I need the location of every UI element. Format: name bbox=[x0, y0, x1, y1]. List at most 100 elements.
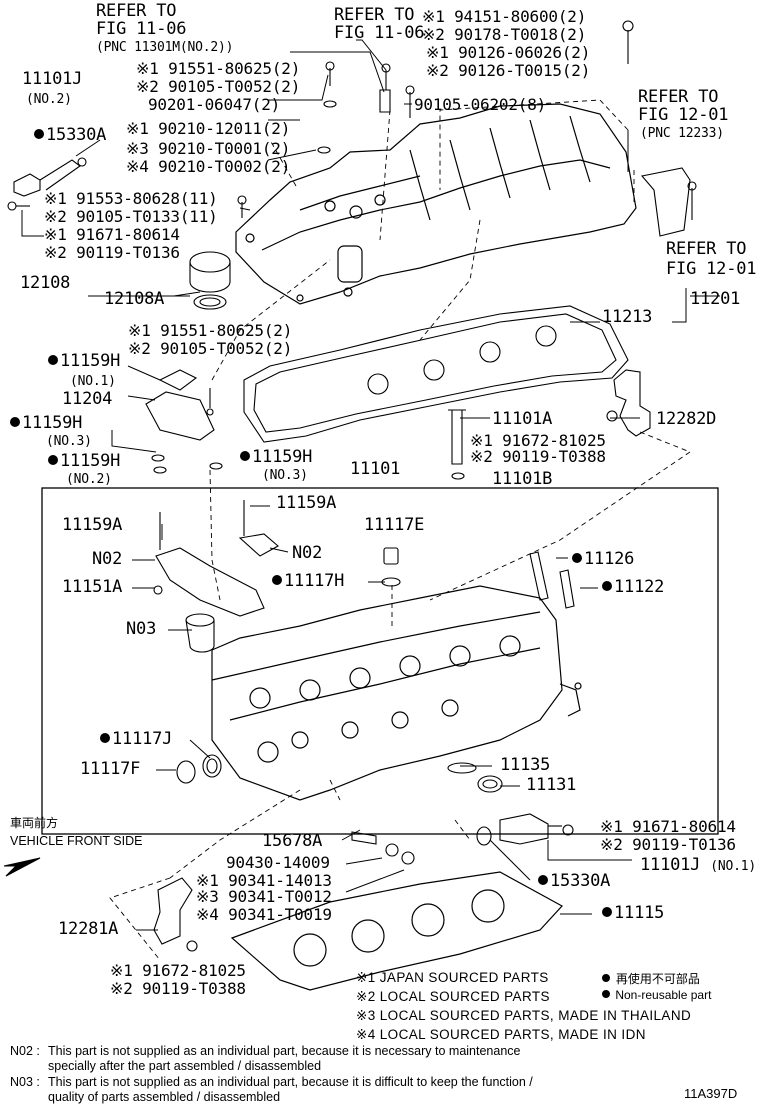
part-90105-06202: 90105-06202(8) bbox=[414, 95, 547, 114]
note-n03-line2: quality of parts assembled / disassemble… bbox=[48, 1090, 281, 1104]
leader-lines bbox=[21, 39, 720, 931]
part-11159h-no3: 11159H bbox=[10, 414, 82, 433]
part-90210-t0002: ※4 90210-T0002(2) bbox=[126, 157, 291, 176]
oil-filler-cap-12108 bbox=[189, 251, 231, 310]
part-15330a-top: 15330A bbox=[34, 126, 106, 145]
note-n02-key: N02 : bbox=[10, 1044, 40, 1058]
note-n03-line1: This part is not supplied as an individu… bbox=[48, 1075, 533, 1089]
small-bolts bbox=[237, 20, 634, 218]
cam-caps-n02 bbox=[153, 500, 279, 617]
cylinder-head-cover bbox=[235, 103, 637, 305]
part-15678a: 15678A bbox=[262, 831, 323, 851]
legend-local-thailand: ※3 LOCAL SOURCED PARTS, MADE IN THAILAND bbox=[356, 1008, 692, 1023]
plug-11117e bbox=[381, 547, 401, 587]
bottom-sensor-11101j bbox=[476, 813, 574, 846]
part-11101a: 11101A bbox=[492, 409, 553, 429]
figure-id: 11A397D bbox=[684, 1086, 738, 1101]
note-n02-line2: specially after the part assembled / dis… bbox=[48, 1059, 322, 1073]
part-11159h-no2: 11159H bbox=[48, 452, 120, 471]
bearing-cap-11204 bbox=[145, 369, 223, 474]
note-n02-line1: This part is not supplied as an individu… bbox=[48, 1044, 521, 1058]
part-90210-12011: ※1 90210-12011(2) bbox=[126, 119, 291, 138]
head-gasket-11115 bbox=[230, 871, 563, 991]
part-11117f: 11117F bbox=[80, 759, 141, 779]
valve-guides bbox=[529, 551, 575, 609]
part-90105-a: ※2 90105-T0052(2) bbox=[136, 77, 301, 96]
n03-label: N03 bbox=[126, 619, 157, 639]
part-91671-top: ※1 91671-80614 bbox=[44, 225, 180, 244]
part-90201: 90201-06047(2) bbox=[148, 95, 281, 114]
refer-to-label-3: REFER TO bbox=[638, 87, 719, 107]
part-94151: ※1 94151-80600(2) bbox=[422, 7, 587, 26]
no2-label-b: (NO.2) bbox=[66, 472, 112, 487]
part-11115: 11115 bbox=[602, 904, 664, 923]
part-90105-t0133: ※2 90105-T0133(11) bbox=[44, 207, 218, 226]
part-90119-bottom: ※2 90119-T0136 bbox=[600, 835, 736, 854]
part-91672-mid: ※1 91672-81025 bbox=[470, 431, 606, 450]
stud-15678a bbox=[351, 831, 415, 865]
part-11151a: 11151A bbox=[62, 577, 123, 597]
part-11159a-left: 11159A bbox=[62, 515, 123, 535]
cylinder-head-frame bbox=[41, 487, 719, 835]
seals bbox=[176, 754, 503, 793]
part-11159h-right: 11159H bbox=[240, 448, 312, 467]
part-91551-a: ※1 91551-80625(2) bbox=[136, 59, 301, 78]
bracket-12281a bbox=[153, 877, 198, 952]
part-91672-bottom: ※1 91672-81025 bbox=[110, 961, 246, 980]
part-12108a: 12108A bbox=[104, 289, 165, 309]
legend-local-idn: ※4 LOCAL SOURCED PARTS, MADE IN IDN bbox=[356, 1027, 646, 1042]
part-90430: 90430-14009 bbox=[226, 853, 330, 872]
no3-label-b: (NO.3) bbox=[262, 468, 308, 483]
part-12108: 12108 bbox=[20, 273, 71, 293]
part-90341-14013: ※1 90341-14013 bbox=[196, 871, 332, 890]
part-11131: 11131 bbox=[526, 775, 577, 795]
cylinder-head-block bbox=[211, 585, 582, 801]
part-11135: 11135 bbox=[500, 755, 551, 775]
fig-12-01-label-2: FIG 12-01 bbox=[666, 259, 757, 279]
legend-nonreuse-jp: 再使用不可部品 bbox=[602, 970, 700, 987]
part-90119-mid: ※2 90119-T0388 bbox=[470, 447, 606, 466]
refer-to-label-2: REFER TO bbox=[334, 5, 415, 25]
refer-to-label-4: REFER TO bbox=[666, 239, 747, 259]
pnc-12233-label: (PNC 12233) bbox=[640, 126, 724, 141]
part-11101b: 11101B bbox=[492, 469, 553, 489]
part-11122: 11122 bbox=[602, 578, 664, 597]
front-arrow-icon bbox=[3, 857, 41, 877]
no2-label-a: (NO.2) bbox=[26, 92, 72, 107]
part-12281a: 12281A bbox=[58, 919, 119, 939]
part-90126-06026: ※1 90126-06026(2) bbox=[426, 43, 591, 62]
part-91553: ※1 91553-80628(11) bbox=[44, 189, 218, 208]
part-11117h: 11117H bbox=[272, 572, 344, 591]
part-90119-top: ※2 90119-T0136 bbox=[44, 243, 180, 262]
part-11101: 11101 bbox=[350, 459, 401, 479]
fig-11-06-label-2: FIG 11-06 bbox=[334, 23, 425, 43]
cover-gasket-11213 bbox=[243, 305, 629, 443]
note-n03-key: N03 : bbox=[10, 1075, 40, 1089]
sensor-11101j-top bbox=[7, 157, 87, 211]
part-15330a-bottom: 15330A bbox=[538, 872, 610, 891]
part-11201: 11201 bbox=[690, 289, 741, 309]
part-90341-t0019: ※4 90341-T0019 bbox=[196, 905, 332, 924]
part-90126-t0015: ※2 90126-T0015(2) bbox=[426, 61, 591, 80]
legend-japan-sourced: ※1 JAPAN SOURCED PARTS bbox=[356, 970, 549, 985]
n02-label-a: N02 bbox=[92, 549, 123, 569]
part-11126: 11126 bbox=[572, 550, 634, 569]
part-91551-b: ※1 91551-80625(2) bbox=[128, 321, 293, 340]
part-11204: 11204 bbox=[62, 389, 113, 409]
legend-nonreuse-en: Non-reusable part bbox=[602, 988, 711, 1003]
part-11213: 11213 bbox=[602, 307, 653, 327]
part-11101j-top: 11101J bbox=[22, 69, 83, 89]
part-90119-bottom2: ※2 90119-T0388 bbox=[110, 979, 246, 998]
n02-label-b: N02 bbox=[292, 543, 323, 563]
bracket-12282d bbox=[613, 369, 651, 437]
front-label-en: VEHICLE FRONT SIDE bbox=[10, 834, 143, 848]
fig-12-01-label-1: FIG 12-01 bbox=[638, 105, 729, 125]
part-11159h-no1: 11159H bbox=[48, 352, 120, 371]
part-11101j-bottom: 11101J (NO.1) bbox=[640, 855, 757, 875]
part-11117j: 11117J bbox=[100, 730, 172, 749]
pnc-11301m-label: (PNC 11301M(NO.2)) bbox=[96, 40, 234, 55]
bracket-ref-12201 bbox=[640, 167, 697, 237]
part-90105-b: ※2 90105-T0052(2) bbox=[128, 339, 293, 358]
part-90210-t0001: ※3 90210-T0001(2) bbox=[126, 139, 291, 158]
